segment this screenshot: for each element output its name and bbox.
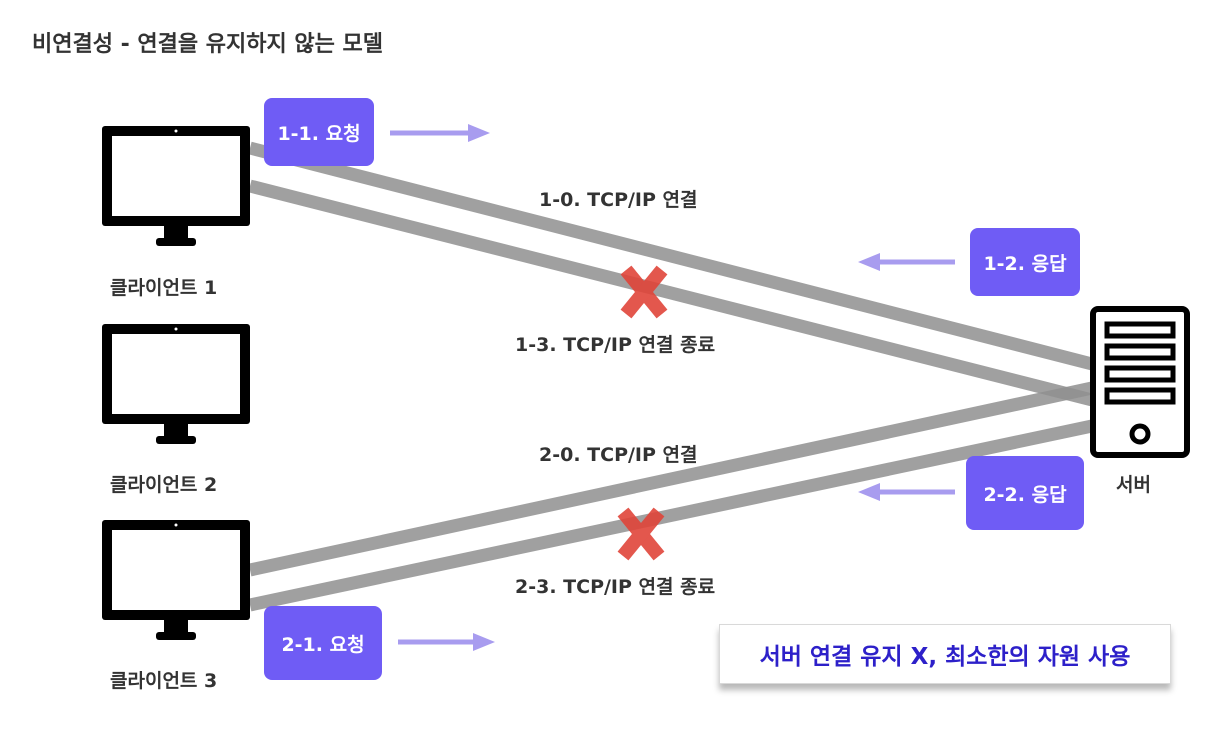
monitor-icon <box>102 126 250 246</box>
client-label-2: 클라이언트 2 <box>110 474 218 496</box>
x-mark-icon <box>617 507 665 561</box>
monitor-icon <box>102 324 250 444</box>
connection-line-1a <box>248 141 1094 371</box>
x-mark-icon <box>620 265 668 319</box>
left-arrow-icon <box>858 483 955 501</box>
response-badge-2-2: 2-2. 응답 <box>966 456 1084 530</box>
connection-label-2-0: 2-0. TCP/IP 연결 <box>539 444 698 466</box>
client-label-1: 클라이언트 1 <box>110 277 218 299</box>
request-badge-1-1: 1-1. 요청 <box>264 98 374 166</box>
summary-note: 서버 연결 유지 X, 최소한의 자원 사용 <box>719 624 1171 684</box>
connection-line-1b <box>248 179 1094 407</box>
right-arrow-icon <box>390 124 490 142</box>
connection-label-1-3: 1-3. TCP/IP 연결 종료 <box>515 334 716 356</box>
left-arrow-icon <box>858 253 955 271</box>
client-label-3: 클라이언트 3 <box>110 670 218 692</box>
connection-label-2-3: 2-3. TCP/IP 연결 종료 <box>515 576 716 598</box>
connection-line-2a <box>248 381 1094 577</box>
connection-line-2b <box>248 419 1094 612</box>
right-arrow-icon <box>398 633 495 651</box>
response-badge-1-2: 1-2. 응답 <box>970 228 1080 296</box>
server-label: 서버 <box>1116 474 1151 496</box>
request-badge-2-1: 2-1. 요청 <box>264 606 382 680</box>
page-title: 비연결성 - 연결을 유지하지 않는 모델 <box>32 32 384 57</box>
server-icon <box>1090 306 1190 458</box>
connection-label-1-0: 1-0. TCP/IP 연결 <box>539 189 698 211</box>
monitor-icon <box>102 520 250 640</box>
